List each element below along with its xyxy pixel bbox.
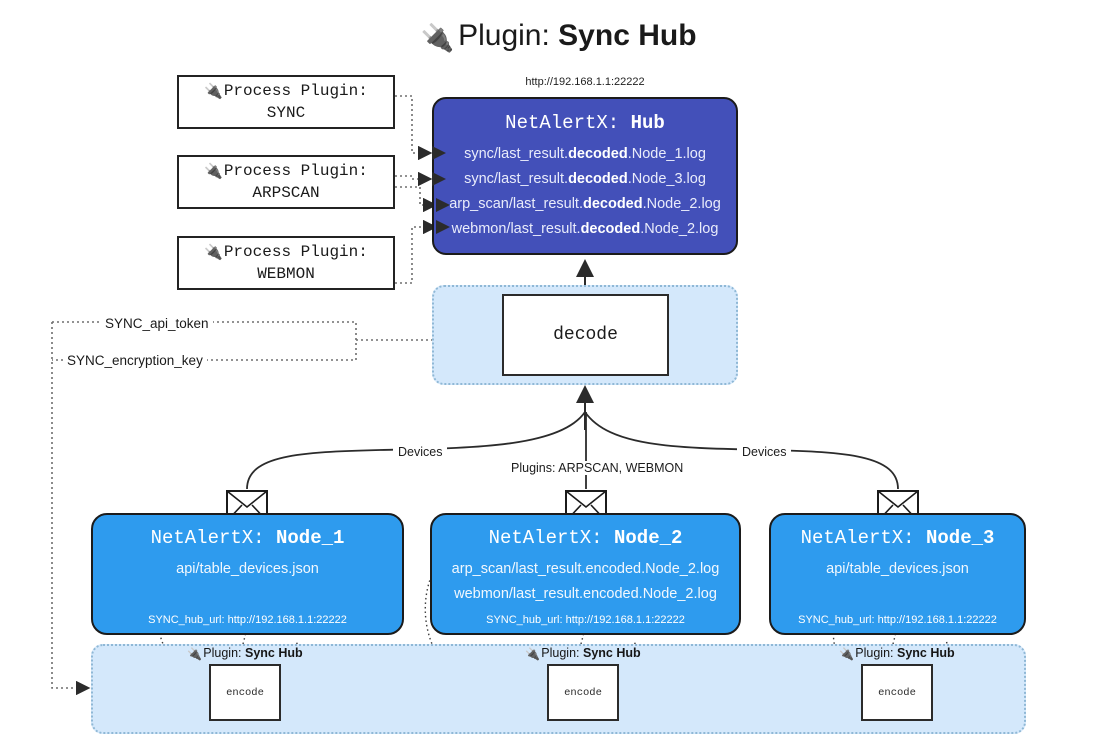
sync-api-token-label: SYNC_api_token <box>101 316 213 331</box>
plug-icon: 🔌 <box>839 647 855 661</box>
sync-encryption-key-label: SYNC_encryption_key <box>63 353 207 368</box>
process-plugin-arpscan-box[interactable]: 🔌Process Plugin: ARPSCAN <box>177 155 395 209</box>
plug-icon: 🔌 <box>420 23 455 53</box>
node-2-hub-url: SYNC_hub_url: http://192.168.1.1:22222 <box>486 614 685 626</box>
encode-box-node-3[interactable]: encode <box>861 664 933 721</box>
plug-icon: 🔌 <box>204 163 223 181</box>
process-plugin-webmon-line2: WEBMON <box>257 264 315 283</box>
node-card-node-1[interactable]: NetAlertX: Node_1 api/table_devices.json… <box>91 513 404 635</box>
hub-log-list: sync/last_result.decoded.Node_1.log sync… <box>434 142 736 242</box>
node-1-lines: api/table_devices.json <box>93 557 402 582</box>
decode-box[interactable]: decode <box>502 294 669 376</box>
hub-title: NetAlertX: Hub <box>505 112 665 134</box>
plug-icon: 🔌 <box>525 647 541 661</box>
node-1-title: NetAlertX: Node_1 <box>150 527 345 549</box>
encode-caption-node-1: 🔌Plugin: Sync Hub <box>187 646 303 661</box>
page-title-prefix: Plugin: <box>458 19 550 52</box>
edge-label-devices-right: Devices <box>737 445 792 459</box>
node-3-hub-url: SYNC_hub_url: http://192.168.1.1:22222 <box>798 614 997 626</box>
node-2-title: NetAlertX: Node_2 <box>488 527 683 549</box>
node-3-line: api/table_devices.json <box>826 561 969 577</box>
node-2-line: arp_scan/last_result.encoded.Node_2.log <box>451 561 720 577</box>
encode-box-node-2[interactable]: encode <box>547 664 619 721</box>
hub-log-row: arp_scan/last_result.decoded.Node_2.log <box>449 196 721 212</box>
encode-group-node-2: 🔌Plugin: Sync Hub encode <box>503 645 663 721</box>
edge-label-devices-left: Devices <box>393 445 448 459</box>
plug-icon: 🔌 <box>187 647 203 661</box>
node-2-lines: arp_scan/last_result.encoded.Node_2.log … <box>432 557 739 607</box>
node-card-node-3[interactable]: NetAlertX: Node_3 api/table_devices.json… <box>769 513 1026 635</box>
hub-log-row: webmon/last_result.decoded.Node_2.log <box>451 221 719 237</box>
process-plugin-arpscan-line1: 🔌Process Plugin: <box>204 161 368 181</box>
process-plugin-webmon-box[interactable]: 🔌Process Plugin: WEBMON <box>177 236 395 290</box>
encode-box-node-1[interactable]: encode <box>209 664 281 721</box>
process-plugin-arpscan-line2: ARPSCAN <box>252 183 320 202</box>
hub-url-label: http://192.168.1.1:22222 <box>525 76 645 88</box>
encode-caption-node-3: 🔌Plugin: Sync Hub <box>839 646 955 661</box>
hub-node-card[interactable]: NetAlertX: Hub sync/last_result.decoded.… <box>432 97 738 255</box>
process-plugin-sync-line2: SYNC <box>266 103 306 122</box>
page-title: 🔌Plugin: Sync Hub <box>0 16 1117 58</box>
node-3-title: NetAlertX: Node_3 <box>800 527 995 549</box>
edge-label-plugins: Plugins: ARPSCAN, WEBMON <box>506 461 689 475</box>
hub-log-row: sync/last_result.decoded.Node_1.log <box>464 146 706 162</box>
process-plugin-sync-box[interactable]: 🔌Process Plugin: SYNC <box>177 75 395 129</box>
encode-group-node-1: 🔌Plugin: Sync Hub encode <box>165 645 325 721</box>
encode-group-node-3: 🔌Plugin: Sync Hub encode <box>817 645 977 721</box>
node-1-hub-url: SYNC_hub_url: http://192.168.1.1:22222 <box>148 614 347 626</box>
node-1-line: api/table_devices.json <box>176 561 319 577</box>
node-2-line: webmon/last_result.encoded.Node_2.log <box>454 586 717 602</box>
hub-log-row: sync/last_result.decoded.Node_3.log <box>464 171 706 187</box>
plug-icon: 🔌 <box>204 83 223 101</box>
process-plugin-sync-line1: 🔌Process Plugin: <box>204 81 368 101</box>
page-title-name: Sync Hub <box>558 19 697 52</box>
encode-caption-node-2: 🔌Plugin: Sync Hub <box>525 646 641 661</box>
process-plugin-webmon-line1: 🔌Process Plugin: <box>204 242 368 262</box>
plug-icon: 🔌 <box>204 244 223 262</box>
node-3-lines: api/table_devices.json <box>771 557 1024 582</box>
node-card-node-2[interactable]: NetAlertX: Node_2 arp_scan/last_result.e… <box>430 513 741 635</box>
